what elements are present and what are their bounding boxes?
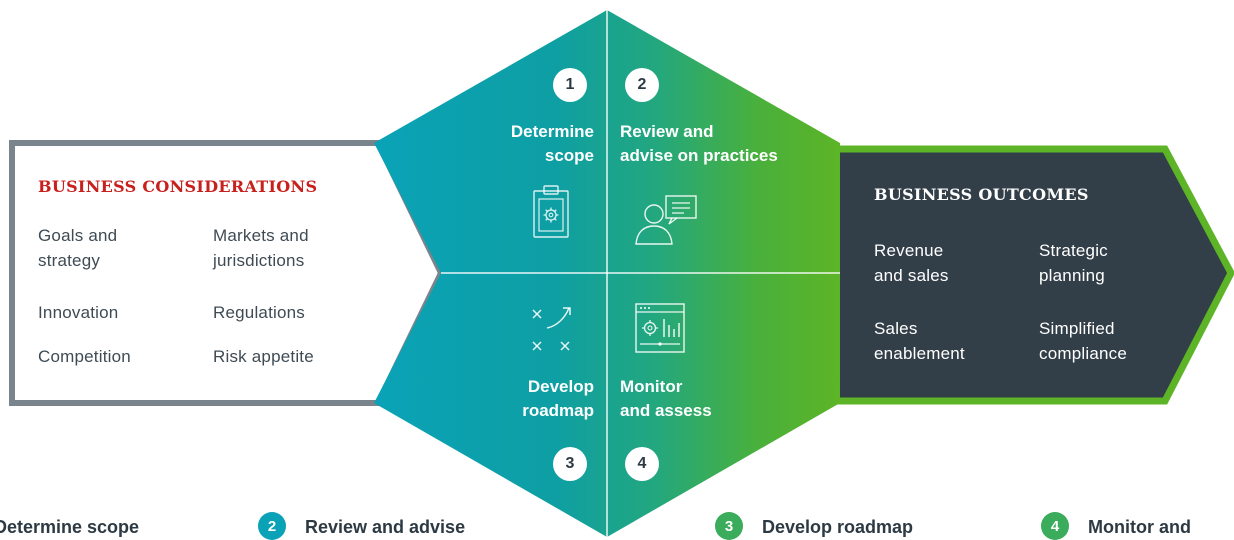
legend-4-badge: 4 — [1041, 512, 1069, 540]
outcome-strategic-planning: Strategic planning — [1039, 241, 1108, 285]
step-2-badge: 2 — [625, 68, 659, 102]
clipboard-gear-icon — [533, 185, 569, 238]
strategy-play-icon — [532, 307, 571, 351]
legend-2-badge: 2 — [258, 512, 286, 540]
consideration-markets: Markets and jurisdictions — [213, 226, 309, 270]
legend-4-label: Monitor and — [1088, 517, 1191, 537]
legend-2-label: Review and advise — [305, 517, 466, 537]
legend-3-badge: 3 — [715, 512, 743, 540]
step-3-title: Develop roadmap — [522, 377, 594, 420]
step-4-title: Monitor and assess — [620, 377, 712, 420]
consideration-competition: Competition — [38, 347, 131, 366]
outcome-simplified-compliance: Simplified compliance — [1039, 319, 1127, 363]
step-3-badge: 3 — [553, 447, 587, 481]
legend-3-label: Develop roadmap — [762, 517, 914, 537]
step-4-badge: 4 — [625, 447, 659, 481]
consideration-goals: Goals and strategy — [38, 226, 118, 270]
outcome-revenue: Revenue and sales — [874, 241, 949, 285]
person-chat-icon — [635, 195, 697, 245]
consideration-regulations: Regulations — [213, 303, 305, 322]
dashboard-monitor-icon — [635, 303, 685, 353]
step-2-title: Review and advise on practices — [620, 122, 778, 165]
outcome-sales-enablement: Sales enablement — [874, 319, 965, 363]
business-considerations-heading: BUSINESS CONSIDERATIONS — [38, 177, 318, 196]
business-outcomes-heading: BUSINESS OUTCOMES — [874, 185, 1089, 204]
step-1-title: Determine scope — [510, 122, 594, 165]
step-1-badge: 1 — [553, 68, 587, 102]
consideration-risk-appetite: Risk appetite — [213, 347, 314, 366]
consideration-innovation: Innovation — [38, 303, 119, 322]
legend-1-label: Determine scope — [0, 517, 140, 537]
